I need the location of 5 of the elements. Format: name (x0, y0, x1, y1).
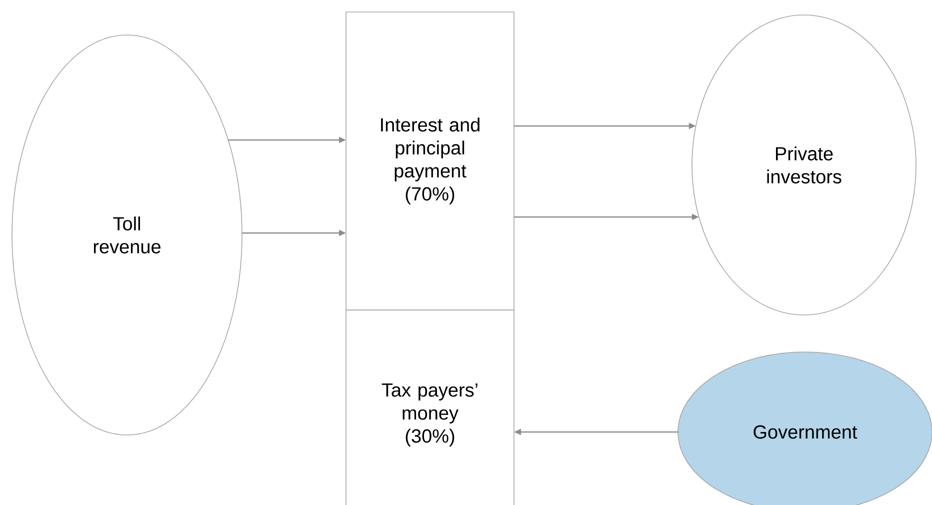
process-box: Interest and principal payment (70%) (346, 12, 514, 310)
process-box: Tax payers’ money (30%) (346, 310, 514, 505)
ellipse-node: Toll revenue (12, 34, 242, 436)
ellipse-node: Private investors (692, 14, 916, 316)
ellipse-node: Government (678, 352, 932, 505)
